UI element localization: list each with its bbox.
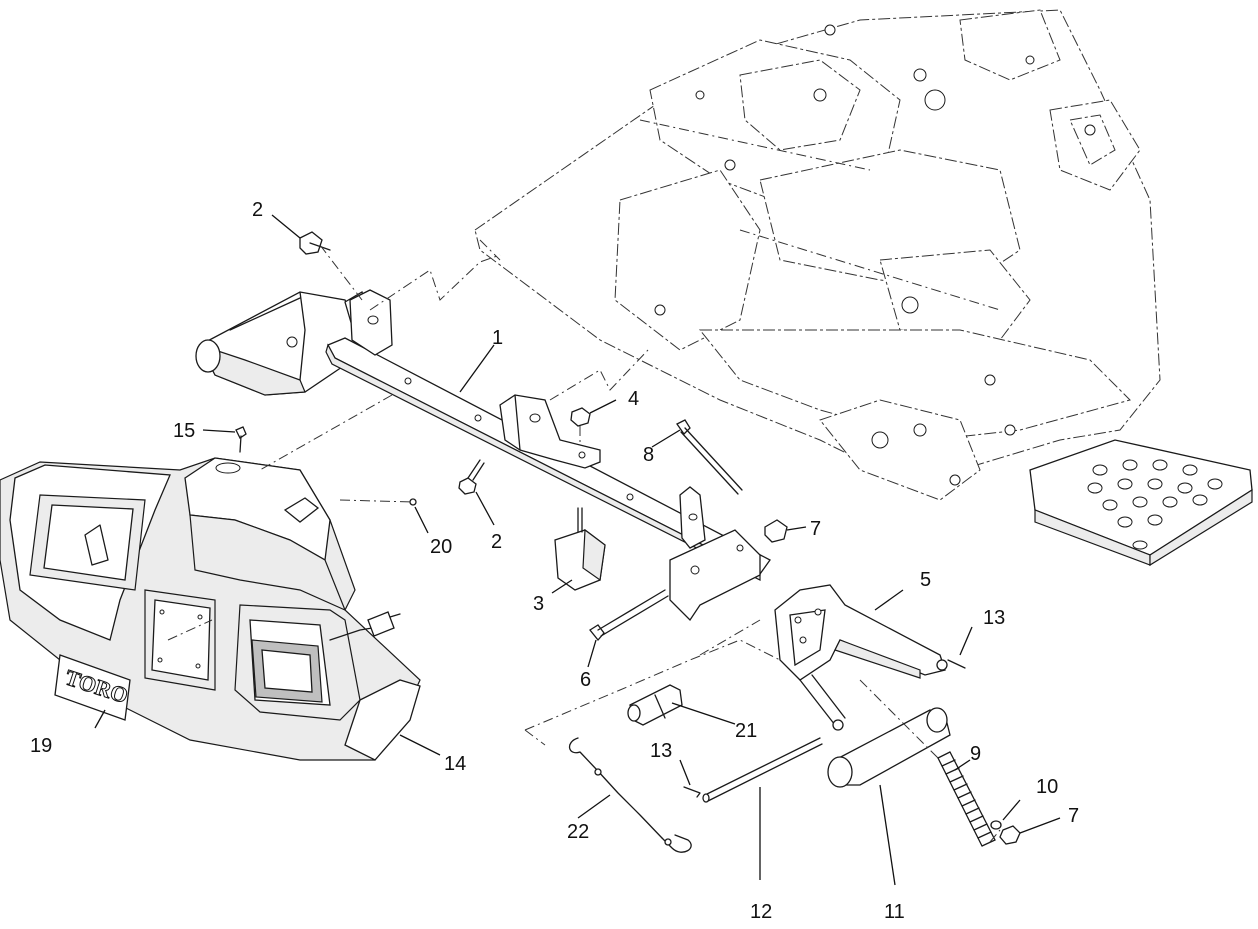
callout-2-top: 2 [252, 199, 263, 221]
cotter-pin-upper [947, 659, 966, 669]
pivot-rod [702, 737, 823, 803]
callout-14: 14 [444, 753, 466, 775]
washer-and-nut [990, 820, 1021, 845]
bolt-8 [676, 419, 743, 495]
callout-9: 9 [970, 743, 981, 765]
tractor-frame [474, 9, 1161, 501]
callout-labels: 2 1 15 4 8 2 20 7 3 5 13 6 21 19 14 13 9… [30, 199, 1079, 923]
cotter-pin-lower [683, 786, 701, 798]
callout-10: 10 [1036, 776, 1058, 798]
callout-2-center: 2 [491, 531, 502, 553]
callout-5: 5 [920, 569, 931, 591]
spring [937, 751, 996, 847]
bolt-top [299, 231, 331, 255]
callout-7-lower: 7 [1068, 805, 1079, 827]
bumper-block [554, 507, 606, 591]
callout-3: 3 [533, 593, 544, 615]
alignment-lines [167, 244, 1001, 843]
callout-8: 8 [643, 444, 654, 466]
callout-20: 20 [430, 536, 452, 558]
callout-22: 22 [567, 821, 589, 843]
mounting-bar [325, 289, 771, 622]
nut-7-upper [764, 519, 788, 543]
step-holes [1087, 459, 1223, 550]
bolt-center [458, 459, 485, 495]
safety-cable [568, 737, 692, 853]
foot-step [1029, 439, 1253, 567]
leader-lines [94, 214, 1061, 886]
front-hood [0, 457, 421, 761]
bolt-6 [589, 589, 669, 642]
nut-20 [409, 498, 417, 506]
callout-13-lower: 13 [650, 740, 672, 762]
bushing [627, 684, 683, 726]
callout-13-upper: 13 [983, 607, 1005, 629]
nut-4 [570, 407, 591, 446]
screw-15 [235, 426, 247, 453]
callout-1: 1 [492, 327, 503, 349]
callout-7-upper: 7 [810, 518, 821, 540]
callout-15: 15 [173, 420, 195, 442]
lift-arm-assembly [774, 584, 948, 731]
toro-decal: TORO [54, 654, 132, 721]
callout-6: 6 [580, 669, 591, 691]
callout-12: 12 [750, 901, 772, 923]
callout-11: 11 [884, 901, 905, 923]
callout-21: 21 [735, 720, 757, 742]
roller [827, 707, 951, 788]
callout-19: 19 [30, 735, 52, 757]
callout-4: 4 [628, 388, 639, 410]
